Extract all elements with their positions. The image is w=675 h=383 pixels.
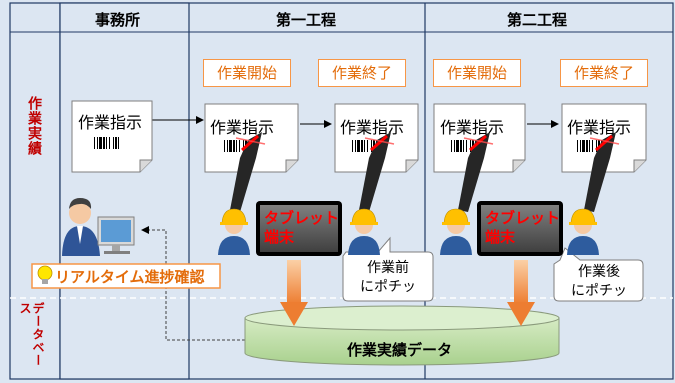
tablet-2-label: タブレット 端末: [485, 209, 560, 247]
office-worker-icon: [62, 198, 100, 256]
bubble-before-text: 作業前 にポチッ: [350, 259, 426, 297]
p1-document-a-title: 作業指示: [210, 118, 275, 137]
label-p2-start: 作業開始: [433, 59, 521, 87]
p2-document-b-title: 作業指示: [567, 118, 632, 137]
label-p1-start: 作業開始: [203, 59, 291, 87]
worker-icon: [218, 208, 250, 255]
worker-icon: [440, 208, 472, 255]
monitor-icon: [97, 216, 135, 254]
office-document: [71, 100, 153, 173]
bubble-after-text: 作業後 にポチッ: [560, 263, 638, 301]
label-p1-end: 作業終了: [318, 59, 406, 87]
label-p2-end: 作業終了: [560, 59, 648, 87]
outer-frame: [9, 2, 674, 380]
realtime-progress-label: リアルタイム進捗確認: [55, 268, 205, 286]
office-document-title: 作業指示: [78, 113, 143, 132]
column-header-process2: 第二工程: [507, 11, 568, 29]
barcode-scanner-icon: [230, 132, 266, 212]
lightbulb-icon: [37, 265, 53, 284]
bubble-before-line2: にポチッ: [360, 279, 416, 295]
row-label-database: データベース: [18, 302, 45, 367]
column-header-office: 事務所: [95, 11, 141, 29]
barcode-scanner-icon: [584, 132, 620, 212]
tablet-2-line2: 端末: [485, 228, 516, 246]
p2-document-b: [561, 103, 647, 173]
worker-icon: [348, 208, 380, 255]
barcode-scanner-icon: [458, 132, 494, 212]
column-header-process1: 第一工程: [276, 11, 337, 29]
worker-icon: [567, 208, 599, 255]
bubble-before-line1: 作業前: [367, 260, 409, 276]
tablet-1-label: タブレット 端末: [264, 209, 339, 247]
tablet-1-line1: タブレット: [264, 209, 340, 227]
p2-document-a-title: 作業指示: [440, 118, 505, 137]
feedback-arrow: [141, 226, 245, 341]
tablet-1-line2: 端末: [264, 228, 295, 246]
office-column: [59, 2, 190, 380]
bubble-after-line2: にポチッ: [571, 283, 627, 299]
database-label: 作業実績データ: [347, 341, 453, 359]
p1-document-b-title: 作業指示: [340, 118, 405, 137]
tablet-device: [256, 201, 342, 256]
realtime-label-box: [31, 263, 221, 289]
p1-document-b: [334, 103, 419, 173]
speech-bubble-after: [553, 247, 644, 302]
database-icon: [244, 305, 560, 366]
upload-arrow: [507, 260, 535, 326]
bubble-after-line1: 作業後: [578, 264, 620, 280]
barcode-scanner-icon: [359, 132, 395, 212]
upload-arrow: [280, 260, 308, 326]
tablet-2-line1: タブレット: [485, 209, 561, 227]
tablet-device: [477, 201, 563, 256]
row-label-results: 作業実績: [26, 96, 42, 156]
